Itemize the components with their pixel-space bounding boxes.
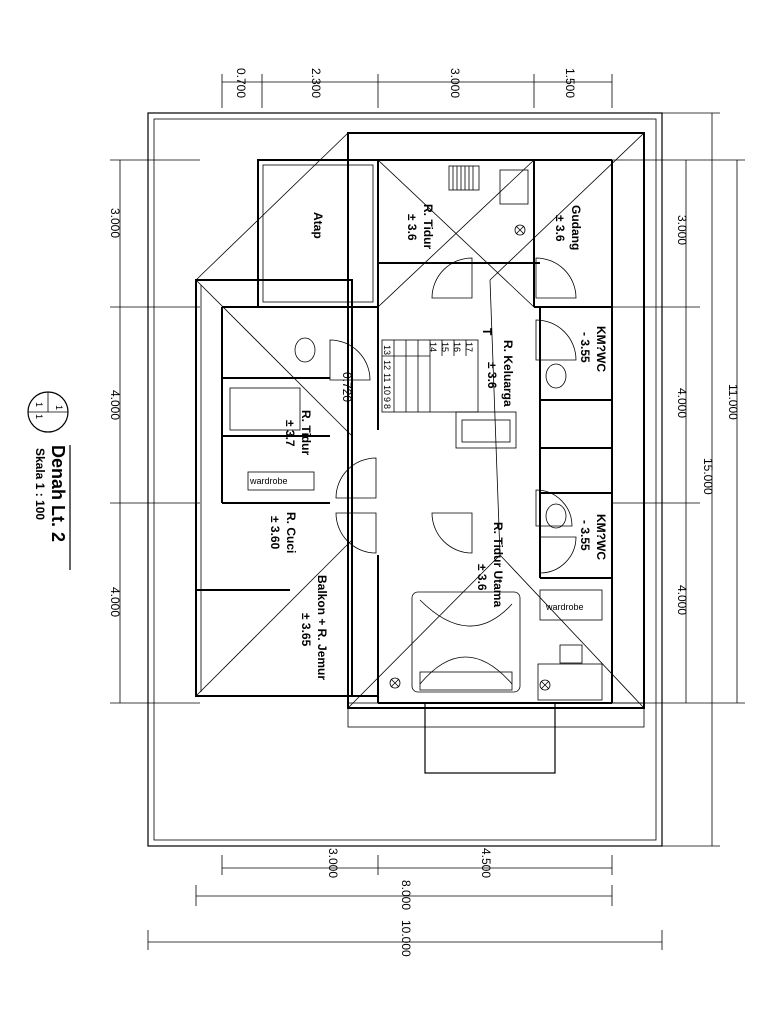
- dimension-bottom: 3.000 4.500 8.000 10.000: [147, 848, 663, 957]
- door-dimension: 0.720: [340, 372, 354, 402]
- room-tidur-2-name: R. Tidur: [299, 410, 313, 455]
- dimension-right: 3.000 4.000 4.000 11.000 15.000: [612, 112, 745, 847]
- room-km-2-level: - 3.55: [578, 520, 592, 551]
- dim-bottom-3: 8.000: [399, 880, 413, 910]
- stair-number-15: 15: [440, 342, 450, 352]
- dim-bottom-4: 10.000: [399, 920, 413, 957]
- furniture: [229, 165, 603, 701]
- dim-right-outer-1: 11.000: [726, 384, 740, 420]
- room-keluarga-level: ± 3.6: [485, 362, 499, 389]
- dim-top-2: 2.300: [309, 68, 323, 98]
- dim-right-inner-2: 4.000: [675, 388, 689, 418]
- room-tidur-2-level: ± 3.7: [283, 420, 297, 447]
- staircase: 13 12 11 10 9 8 14 15 16 17 T: [381, 328, 494, 413]
- wardrobe-label-left: wardrobe: [249, 476, 288, 486]
- dim-left-2: 4.000: [108, 390, 122, 420]
- room-km-1-level: - 3.55: [578, 332, 592, 363]
- stair-number-14: 14: [428, 342, 438, 352]
- marker-left: 1: [34, 402, 44, 407]
- stair-number-17: 17: [464, 342, 474, 352]
- room-keluarga-name: R. Keluarga: [501, 340, 515, 407]
- stair-number-12: 12: [382, 360, 392, 370]
- dim-top-1: 0.700: [234, 68, 248, 98]
- room-tidur-1-level: ± 3.6: [405, 214, 419, 241]
- marker-right: 1: [34, 414, 44, 419]
- room-balkon-name: Balkon + R. Jemur: [315, 575, 329, 680]
- dim-right-inner-1: 3.000: [675, 215, 689, 245]
- walls: [195, 132, 645, 774]
- roof-outline-inner: [153, 118, 657, 841]
- stair-number-11: 11: [382, 373, 392, 382]
- drawing-title: Denah Lt. 2: [48, 445, 68, 542]
- dim-right-inner-3: 4.000: [675, 585, 689, 615]
- dimension-left: 3.000 4.000 4.000: [108, 159, 200, 704]
- stair-number-9: 9: [382, 397, 392, 402]
- room-tidur-1-name: R. Tidur: [421, 204, 435, 249]
- dim-bottom-2: 4.500: [479, 848, 493, 878]
- room-km-1-name: KM?WC: [594, 326, 608, 372]
- dim-top-4: 1.500: [563, 68, 577, 98]
- room-gudang-name: Gudang: [569, 205, 583, 250]
- title-block: 1 1 1 Denah Lt. 2 Skala 1 : 100: [27, 391, 71, 570]
- dim-right-outer-2: 15.000: [701, 458, 715, 495]
- room-atap: Atap: [311, 212, 325, 239]
- marker-top: 1: [54, 405, 64, 410]
- stair-number-10: 10: [382, 385, 392, 395]
- room-utama-name: R. Tidur Utama: [491, 522, 505, 607]
- dim-top-3: 3.000: [448, 68, 462, 98]
- stair-number-8: 8: [382, 404, 392, 409]
- roof-outline: [147, 112, 663, 847]
- room-labels: Atap R. Tidur ± 3.6 Gudang ± 3.6 R. Kelu…: [249, 204, 608, 680]
- doors: [329, 257, 577, 574]
- dim-left-3: 4.000: [108, 587, 122, 617]
- drawing-scale: Skala 1 : 100: [33, 448, 47, 520]
- stair-mark: T: [480, 328, 494, 336]
- room-balkon-level: ± 3.65: [299, 613, 313, 647]
- wardrobe-label-right: wardrobe: [545, 602, 584, 612]
- room-cuci-level: ± 3.60: [268, 516, 282, 550]
- room-cuci-name: R. Cuci: [284, 512, 298, 553]
- room-utama-level: ± 3.6: [475, 564, 489, 591]
- room-km-2-name: KM?WC: [594, 514, 608, 560]
- stair-number-16: 16: [452, 342, 462, 352]
- room-gudang-level: ± 3.6: [553, 215, 567, 242]
- dim-left-1: 3.000: [108, 208, 122, 238]
- dim-bottom-1: 3.000: [326, 848, 340, 878]
- dimension-top: 0.700 2.300 3.000 1.500: [221, 68, 613, 108]
- stair-number-13: 13: [382, 345, 392, 355]
